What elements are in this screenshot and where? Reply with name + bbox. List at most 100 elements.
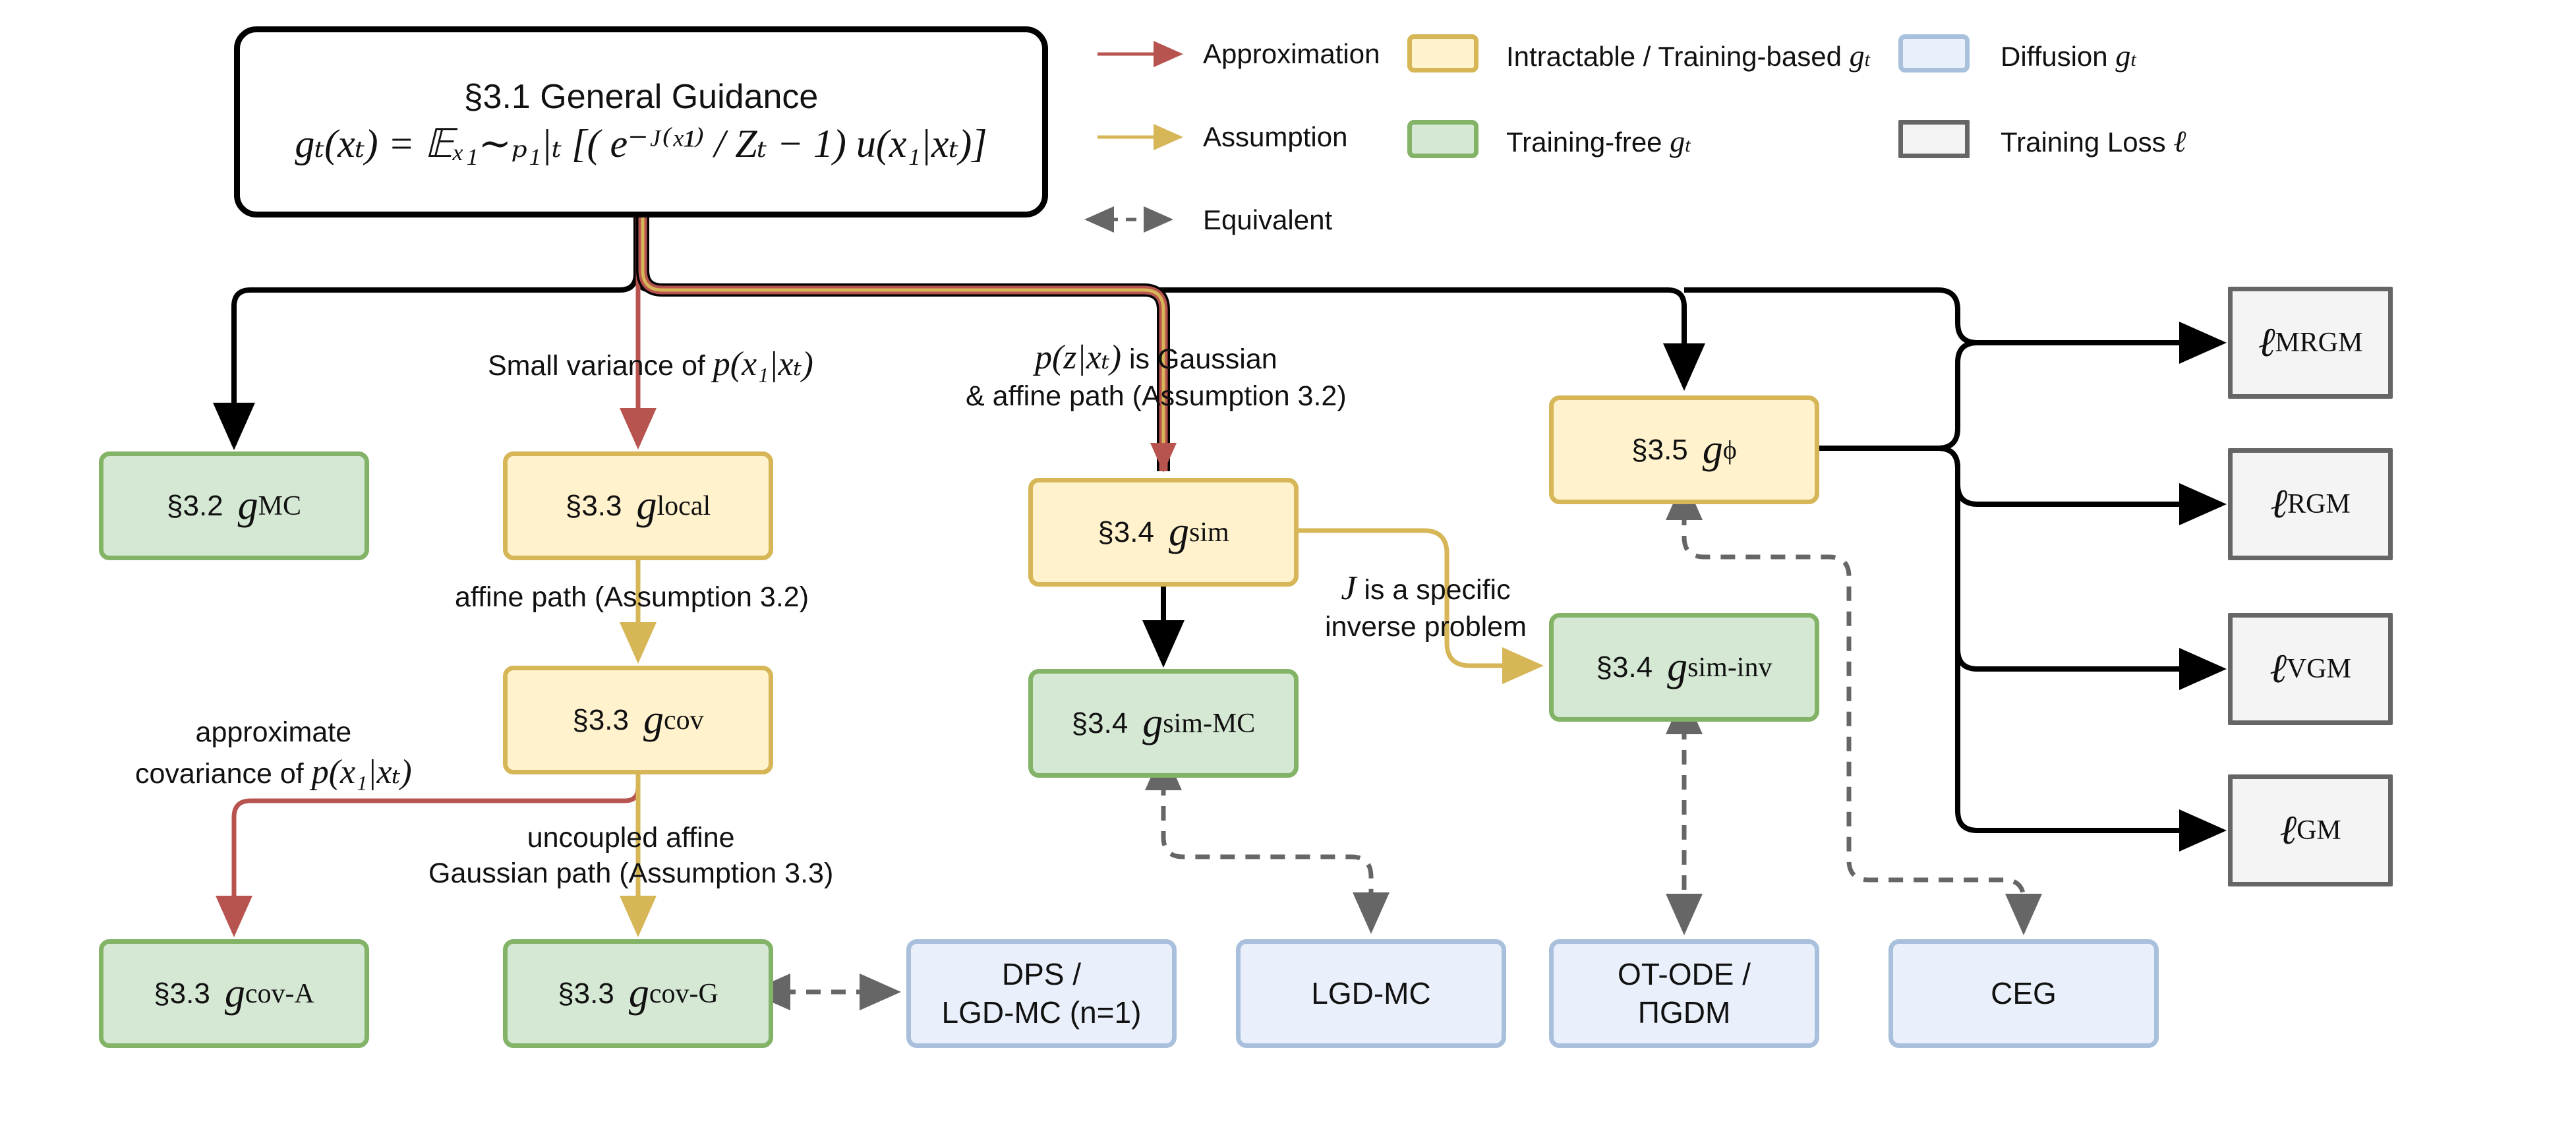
edge-phi-to-gm: [1955, 649, 2227, 852]
legend-assumption-label: Assumption: [1203, 121, 1348, 152]
edge-label-approx-cov: approximate covariance of p(x₁|xₜ): [135, 715, 412, 794]
node-g-cov-a-sup: cov-A: [245, 978, 314, 1009]
edge-label-small-variance-math: p(x₁|xₜ): [713, 345, 813, 383]
edge-label-approx-cov-line2: covariance of: [135, 757, 304, 790]
node-lgd-mc-label: LGD-MC: [1311, 975, 1431, 1010]
edge-label-j-inverse: J is a specific inverse problem: [1325, 567, 1527, 645]
edge-phi-to-rgm: [1819, 446, 2227, 525]
node-loss-mrgm-symbol: ℓ: [2258, 320, 2275, 365]
node-loss-vgm-sup: VGM: [2286, 654, 2351, 684]
edge-label-uncoupled-line1: uncoupled affine: [527, 822, 735, 854]
edge-label-pz-gaussian: p(z|xₜ) is Gaussian & affine path (Assum…: [966, 336, 1347, 415]
node-dps-line2: LGD-MC (n=1): [941, 995, 1142, 1030]
legend-diffusion-t: t: [2130, 49, 2136, 71]
node-g-mc-symbol: g: [237, 483, 258, 528]
root-formula: gₜ(xₜ) = 𝔼ₓ₁∼ₚ₁|ₜ [( e⁻ᴶ⁽ˣ¹⁾ / Zₜ − 1) u…: [295, 122, 987, 165]
legend-training-loss-label: Training Loss ℓ: [2001, 124, 2186, 159]
edge-label-uncoupled-line2: Gaussian path (Assumption 3.3): [428, 857, 834, 889]
node-g-cov-g-sup: cov-G: [649, 978, 718, 1009]
node-g-cov-sup: cov: [663, 705, 704, 736]
edge-root-to-sim-yellow: [641, 218, 1177, 473]
node-g-mc-section: §3.2: [167, 489, 223, 522]
node-lgd-mc: LGD-MC: [1236, 939, 1506, 1048]
legend-intractable-text: Intractable / Training-based: [1506, 41, 1842, 72]
legend-diffusion-g: g: [2115, 39, 2131, 72]
node-g-cov-g-section: §3.3: [558, 977, 614, 1010]
legend-diffusion-swatch: [1898, 34, 1970, 72]
edge-label-j-line2: inverse problem: [1325, 611, 1527, 643]
node-g-phi-symbol: g: [1702, 427, 1723, 472]
root-title: §3.1 General Guidance: [463, 78, 819, 116]
node-g-cov-symbol: g: [643, 697, 664, 742]
edge-phi-to-mrgm-branch: [1937, 340, 1978, 451]
legend-intractable-t: t: [1864, 49, 1870, 71]
edge-phi-to-vgm: [1937, 446, 2227, 690]
node-g-cov-section: §3.3: [572, 703, 629, 736]
node-ot-ode-pigdm: OT-ODE /ΠGDM: [1549, 939, 1819, 1048]
node-g-cov-a-section: §3.3: [154, 977, 210, 1010]
edge-label-j-math: J: [1341, 569, 1357, 607]
legend-approximation-label: Approximation: [1203, 38, 1380, 69]
node-dps-lgd-mc-n1: DPS / LGD-MC (n=1): [906, 939, 1177, 1048]
node-ceg-label: CEG: [1991, 975, 2057, 1010]
legend-diffusion-text: Diffusion: [2001, 41, 2108, 72]
node-g-mc-sup: MC: [258, 490, 301, 521]
node-loss-mrgm-sup: MRGM: [2275, 328, 2363, 358]
node-g-local-sup: local: [657, 490, 711, 521]
node-g-sim-inv-symbol: g: [1667, 645, 1688, 689]
legend-training-free-swatch: [1407, 120, 1478, 158]
node-loss-rgm-symbol: ℓ: [2270, 481, 2288, 527]
node-g-cov-g-symbol: g: [628, 971, 649, 1016]
legend-training-free-text: Training-free: [1506, 127, 1662, 158]
node-g-sim-inv-section: §3.4: [1596, 651, 1653, 683]
legend-training-free-t: t: [1685, 134, 1691, 156]
edge-label-approx-cov-math: p(x₁|xₜ): [311, 753, 412, 791]
node-g-sim-mc-sup: sim-MC: [1163, 708, 1256, 739]
node-dps-line1: DPS /: [1001, 957, 1082, 991]
legend-training-loss-ell: ℓ: [2173, 125, 2186, 158]
edge-label-j-line1: is a specific: [1364, 574, 1511, 606]
node-g-sim-symbol: g: [1168, 509, 1189, 554]
node-g-sim-section: §3.4: [1098, 515, 1154, 548]
legend-training-loss-swatch: [1898, 120, 1970, 158]
node-loss-gm-sup: GM: [2297, 815, 2341, 846]
edge-root-to-mrgm: [1684, 287, 2227, 364]
node-g-cov-a-symbol: g: [224, 971, 245, 1016]
node-g-sim-sup: sim: [1188, 517, 1229, 548]
node-g-local-section: §3.3: [565, 489, 622, 522]
node-ceg: CEG: [1888, 939, 2159, 1048]
edge-label-approx-cov-line1: approximate: [195, 716, 352, 748]
edge-sim-mc-lgd-equiv: [1145, 749, 1390, 934]
legend-training-free-g: g: [1670, 125, 1685, 158]
node-ot-ode-line1: OT-ODE /: [1618, 957, 1751, 991]
legend-intractable-label: Intractable / Training-based gt: [1506, 38, 1870, 73]
edge-label-affine-path: affine path (Assumption 3.2): [455, 581, 809, 613]
node-g-sim-inv-sup: sim-inv: [1687, 652, 1772, 683]
edge-sim-to-sim-inv: [1295, 528, 1544, 684]
edge-label-small-variance: Small variance of p(x₁|xₜ): [488, 343, 813, 386]
legend-training-free-label: Training-free gt: [1506, 124, 1691, 159]
node-g-phi-sub: ϕ: [1722, 435, 1737, 465]
node-loss-rgm-sup: RGM: [2287, 489, 2351, 519]
legend-equivalent-label: Equivalent: [1203, 204, 1333, 235]
root-general-guidance-node: §3.1 General Guidance gₜ(xₜ) = 𝔼ₓ₁∼ₚ₁|ₜ …: [234, 26, 1048, 218]
edge-label-uncoupled: uncoupled affine Gaussian path (Assumpti…: [428, 821, 833, 892]
node-g-sim-mc-symbol: g: [1142, 701, 1163, 745]
node-loss-vgm-symbol: ℓ: [2269, 646, 2287, 691]
node-g-sim-mc-section: §3.4: [1071, 707, 1128, 740]
node-loss-gm-symbol: ℓ: [2279, 807, 2297, 853]
edge-root-to-mc: [213, 218, 639, 450]
legend-intractable-swatch: [1407, 34, 1478, 72]
